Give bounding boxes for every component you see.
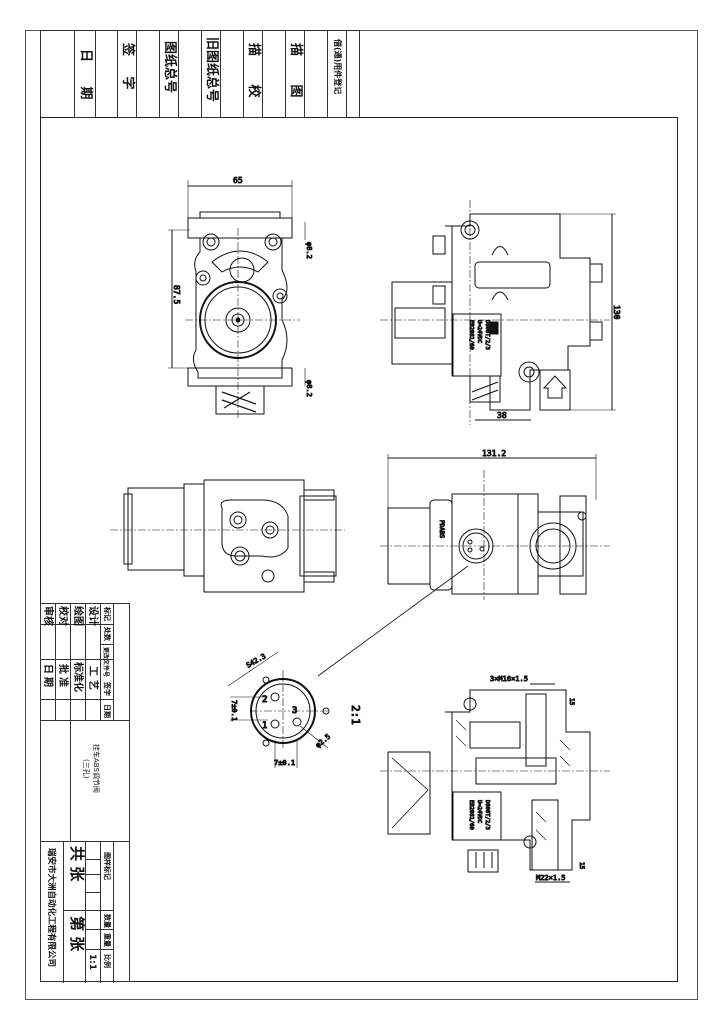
dim-hole-top: φ8.2 bbox=[305, 242, 313, 259]
dim-width-front: 65 bbox=[233, 176, 243, 185]
dim-connector-dia: φ2.5 bbox=[314, 733, 332, 750]
strip-borrowed-parts: 借(通)用件登记 bbox=[333, 39, 342, 95]
role-date: 日期 bbox=[42, 664, 53, 690]
rev-header-date: 日期 bbox=[103, 704, 111, 718]
sheet-number: 第 张 bbox=[68, 916, 86, 952]
title-block: 标记 处数 更改文件号 签字 日期 设计 绘图 校对 审核 工艺 标准化 批准 … bbox=[40, 603, 130, 983]
dim-connector-h: 7±0.1 bbox=[274, 759, 295, 767]
strip-signature: 签 字 bbox=[120, 43, 135, 98]
quantity-label: 数量 bbox=[103, 914, 111, 928]
nameplate-line-2: U=24VDC bbox=[476, 320, 482, 343]
nameplate-line-3: EB2081/60 bbox=[468, 320, 474, 350]
sheet-border bbox=[25, 30, 698, 1000]
total-sheets: 共 张 bbox=[68, 846, 86, 882]
role-process: 工艺 bbox=[87, 666, 98, 694]
strip-tracing: 描 图 bbox=[288, 43, 303, 110]
role-proofread: 校对 bbox=[57, 606, 68, 626]
dim-length-top: 131.2 bbox=[482, 449, 506, 458]
top-view: PDABS 131.2 bbox=[317, 449, 610, 677]
section-nameplate-2: U=24VDC bbox=[476, 800, 482, 823]
drawing-subtitle: (三孔) bbox=[82, 759, 90, 779]
drawing-title: 挂车ABS调节阀 bbox=[92, 744, 100, 793]
pin-label-1: 1 bbox=[262, 721, 267, 731]
drawing-frame bbox=[40, 117, 678, 982]
strip-old-drawing-number: 旧图纸总号 bbox=[204, 37, 219, 103]
role-review: 审核 bbox=[42, 606, 53, 626]
strip-drawing-number: 图纸总号 bbox=[162, 41, 177, 94]
strip-date: 日 期 bbox=[78, 49, 93, 110]
connector-detail: 2 1 3 S42.3 7±0.1 7±0.1 φ2.5 2:1 bbox=[227, 651, 363, 768]
rev-header-mark: 标记 bbox=[103, 607, 111, 621]
dim-thread-top: 3×M16×1.5 bbox=[490, 675, 528, 683]
bottom-view bbox=[110, 479, 345, 593]
dim-depth-bottom: 15 bbox=[578, 862, 585, 870]
scale-value: 1:1 bbox=[87, 954, 97, 971]
role-design: 设计 bbox=[87, 606, 98, 626]
pin-label-2: 2 bbox=[262, 695, 267, 705]
section-nameplate-3: EB2081/60 bbox=[468, 800, 474, 830]
connector-text: PDABS bbox=[438, 520, 445, 538]
pattern-mark-label: 图样标记 bbox=[103, 852, 111, 880]
role-approve: 批准 bbox=[57, 664, 68, 690]
detail-scale: 2:1 bbox=[349, 705, 362, 725]
dim-height-side: 130 bbox=[612, 305, 621, 320]
section-view: D800T/2/3 U=24VDC EB2081/60 3×M16×1.5 15… bbox=[380, 675, 610, 883]
dim-hole-bottom: φ8.2 bbox=[305, 380, 313, 397]
scale-label: 比例 bbox=[103, 954, 111, 968]
dim-depth-top: 15 bbox=[568, 698, 575, 706]
strip-trace-check: 描 校 bbox=[246, 43, 261, 110]
rev-header-sign: 签字 bbox=[103, 682, 111, 696]
dim-connector-v: 7±0.1 bbox=[230, 700, 238, 721]
company-name: 瑞安市大洲自动化工程有限公司 bbox=[46, 848, 56, 968]
pin-label-3: 3 bbox=[292, 706, 297, 716]
dim-height-front: 87.5 bbox=[172, 285, 181, 304]
side-view: D800T/2/3 U=24VDC EB2081/60 130 38 bbox=[380, 200, 622, 425]
section-nameplate-1: D800T/2/3 bbox=[484, 800, 490, 830]
registration-strip: 日 期 签 字 图纸总号 旧图纸总号 描 校 描 图 借(通)用件登记 bbox=[40, 30, 360, 118]
front-view: 65 87.5 φ8.2 φ8.2 bbox=[168, 176, 314, 420]
role-standardization: 标准化 bbox=[72, 662, 83, 692]
nameplate-line-1: D800T/2/3 bbox=[484, 320, 490, 350]
rev-header-doc: 更改文件号 bbox=[102, 647, 109, 678]
role-drawing: 绘图 bbox=[72, 606, 83, 626]
rev-header-count: 处数 bbox=[103, 627, 111, 641]
dim-thread-bottom: M22×1.5 bbox=[536, 874, 566, 882]
weight-label: 重量 bbox=[103, 933, 111, 947]
dim-offset-side: 38 bbox=[497, 411, 507, 420]
